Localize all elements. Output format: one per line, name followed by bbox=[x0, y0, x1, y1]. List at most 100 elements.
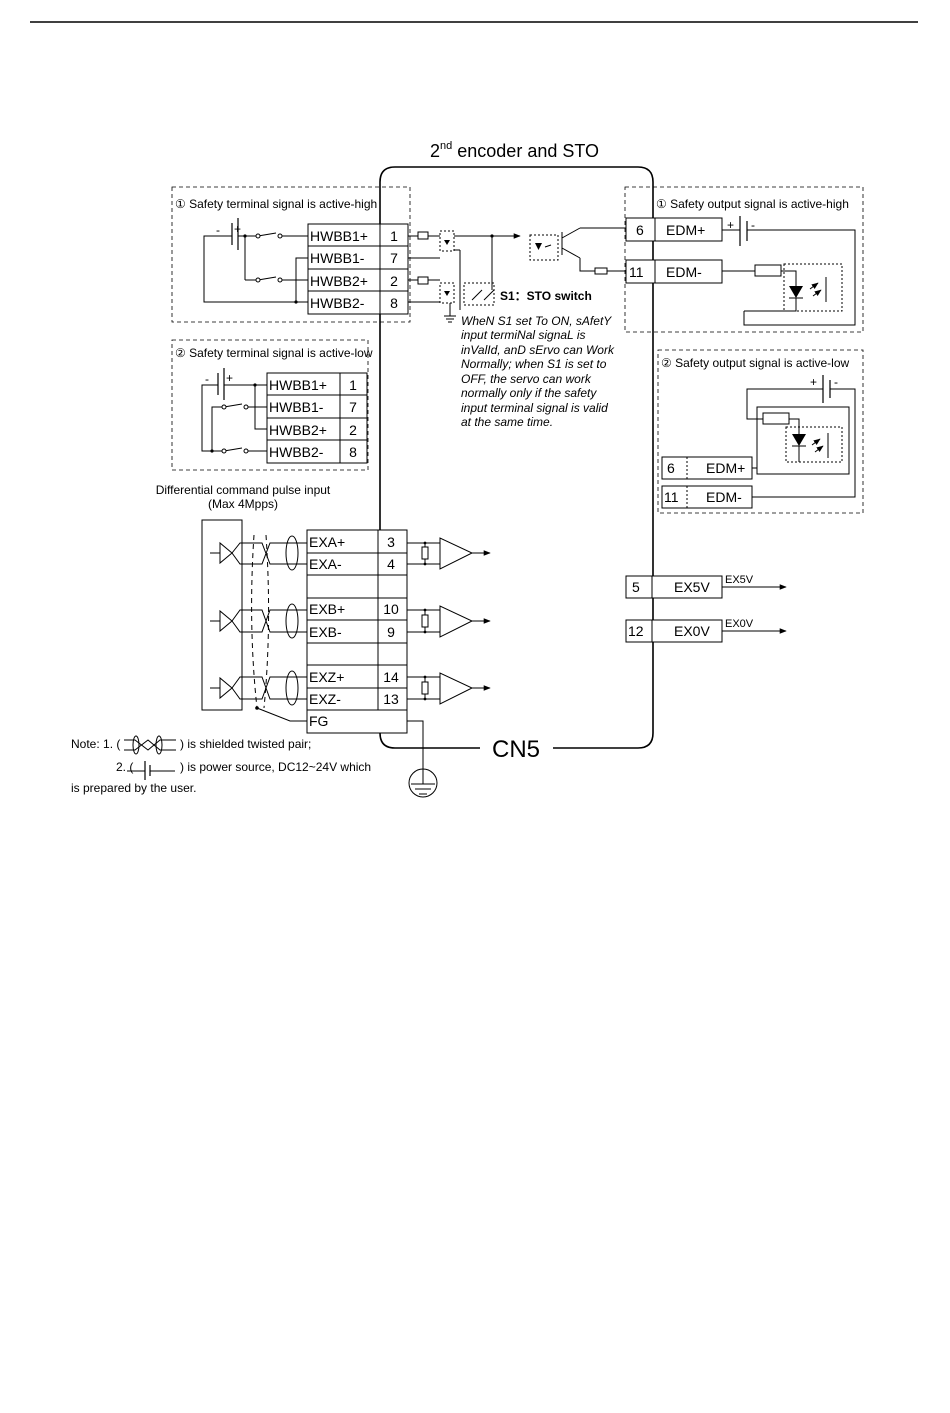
optocoupler-output-low-icon bbox=[785, 426, 843, 463]
channel-b-circuit bbox=[210, 603, 491, 639]
shield-ring-icon bbox=[285, 603, 299, 639]
low-hwbb2-plus-pin: 2 bbox=[349, 422, 357, 438]
power-outputs: 5 EX5V EX5V 12 EX0V EX0V bbox=[625, 574, 787, 643]
low-hwbb2-minus-pin: 8 bbox=[349, 444, 357, 460]
ex0v-pin: 12 bbox=[628, 623, 644, 639]
exb-minus-pin: 9 bbox=[387, 624, 395, 640]
safety-input-high-title: ① Safety terminal signal is active-high bbox=[175, 197, 377, 211]
exa-minus-pin: 4 bbox=[387, 556, 395, 572]
sto-switch-label: S1：STO switch bbox=[500, 289, 592, 303]
cn5-label: CN5 bbox=[492, 736, 540, 763]
exb-plus-pin: 10 bbox=[383, 601, 399, 617]
note-line-1-suffix: ) is shielded twisted pair; bbox=[180, 737, 311, 751]
power-source-icon bbox=[127, 761, 175, 780]
ground-icon bbox=[407, 720, 438, 798]
sto-note-line: at the same time. bbox=[461, 415, 553, 429]
title-rest: encoder and STO bbox=[452, 141, 599, 161]
exz-plus-pin: 14 bbox=[383, 669, 399, 685]
ex5v-arrow-label: EX5V bbox=[725, 574, 754, 586]
exa-plus-signal: EXA+ bbox=[309, 534, 345, 550]
receiver-z-icon bbox=[439, 672, 474, 705]
channel-a-circuit bbox=[210, 535, 491, 571]
sto-note: WheN S1 set To ON, sAfetY input termiNal… bbox=[461, 314, 615, 429]
battery-icon: - + bbox=[216, 218, 241, 250]
low-hwbb2-minus-signal: HWBB2- bbox=[269, 444, 324, 460]
svg-text:+: + bbox=[810, 375, 817, 389]
low-hwbb1-minus-pin: 7 bbox=[349, 399, 357, 415]
hwbb2-plus-pin: 2 bbox=[390, 273, 398, 289]
channel-z-circuit bbox=[210, 670, 491, 706]
hwbb1-plus-pin: 1 bbox=[390, 228, 398, 244]
edm-plus-pin: 6 bbox=[636, 222, 644, 238]
exa-plus-pin: 3 bbox=[387, 534, 395, 550]
hwbb2-minus-signal: HWBB2- bbox=[310, 295, 365, 311]
safety-input-low-title: ② Safety terminal signal is active-low bbox=[175, 346, 373, 360]
sto-note-line: input termiNal signaL is bbox=[461, 328, 586, 342]
safety-input-high-frame bbox=[171, 186, 411, 323]
low-edm-plus-pin: 6 bbox=[667, 460, 675, 476]
diagram-title: 2nd encoder and STO bbox=[430, 140, 599, 161]
ex0v-signal: EX0V bbox=[674, 623, 710, 639]
battery-icon: - + bbox=[205, 368, 233, 400]
line-driver-a-icon bbox=[219, 541, 233, 565]
note-line-2-suffix: ) is power source, DC12~24V which bbox=[180, 760, 371, 774]
sto-note-line: normally only if the safety bbox=[461, 386, 597, 400]
edm-plus-signal: EDM+ bbox=[666, 222, 705, 238]
twisted-pair-icon bbox=[124, 735, 176, 755]
exb-plus-signal: EXB+ bbox=[309, 601, 345, 617]
note-line-2-prefix: 2. ( bbox=[116, 760, 133, 774]
line-driver-box bbox=[201, 519, 243, 711]
sto-note-line: Normally; when S1 is set to bbox=[461, 357, 607, 371]
sto-output-circuit bbox=[529, 227, 626, 275]
svg-text:+: + bbox=[234, 222, 241, 236]
pulse-input-group: Differential command pulse input (Max 4M… bbox=[156, 483, 408, 734]
safety-output-high-group: ① Safety output signal is active-high 6 … bbox=[624, 186, 864, 333]
edm-minus-pin: 11 bbox=[629, 264, 644, 280]
battery-icon: + - bbox=[727, 216, 755, 246]
svg-text:+: + bbox=[226, 371, 233, 385]
hwbb1-plus-signal: HWBB1+ bbox=[310, 228, 368, 244]
exb-minus-signal: EXB- bbox=[309, 624, 342, 640]
title-superscript: nd bbox=[440, 140, 452, 152]
hwbb2-plus-signal: HWBB2+ bbox=[310, 273, 368, 289]
low-hwbb1-plus-pin: 1 bbox=[349, 377, 357, 393]
low-hwbb1-minus-signal: HWBB1- bbox=[269, 399, 324, 415]
shield-ring-icon bbox=[285, 670, 299, 706]
low-edm-minus-pin: 11 bbox=[664, 489, 679, 505]
sto-note-line: input terminal signal is valid bbox=[461, 401, 608, 415]
exz-minus-signal: EXZ- bbox=[309, 691, 341, 707]
safety-output-high-frame bbox=[624, 186, 864, 333]
pulse-input-table bbox=[306, 529, 408, 734]
low-edm-minus-signal: EDM- bbox=[706, 489, 742, 505]
note-line-3: is prepared by the user. bbox=[71, 781, 196, 795]
line-driver-z-icon bbox=[219, 676, 233, 700]
title-main: 2 bbox=[430, 141, 440, 161]
safety-input-low-group: ② Safety terminal signal is active-low H… bbox=[171, 339, 373, 471]
cn5-connector-outline bbox=[379, 166, 654, 749]
safety-output-high-title: ① Safety output signal is active-high bbox=[656, 197, 849, 211]
svg-text:-: - bbox=[751, 218, 755, 232]
low-hwbb2-plus-signal: HWBB2+ bbox=[269, 422, 327, 438]
safety-input-low-frame bbox=[171, 339, 369, 471]
safety-output-low-group: ② Safety output signal is active-low 6 E… bbox=[657, 349, 864, 514]
sto-input-circuit: S1：STO switch bbox=[408, 230, 592, 323]
svg-text:-: - bbox=[216, 223, 220, 237]
notes: Note: 1. ( ) is shielded twisted pair; 2… bbox=[71, 735, 371, 795]
ex5v-signal: EX5V bbox=[674, 579, 710, 595]
svg-text:+: + bbox=[727, 218, 734, 232]
svg-text:-: - bbox=[205, 372, 209, 386]
pulse-input-title: Differential command pulse input bbox=[156, 483, 331, 497]
hwbb1-minus-signal: HWBB1- bbox=[310, 250, 365, 266]
line-driver-b-icon bbox=[219, 609, 233, 633]
low-hwbb1-plus-signal: HWBB1+ bbox=[269, 377, 327, 393]
exz-plus-signal: EXZ+ bbox=[309, 669, 344, 685]
fg-signal: FG bbox=[309, 713, 328, 729]
pulse-input-subtitle: (Max 4Mpps) bbox=[208, 497, 278, 511]
low-edm-plus-signal: EDM+ bbox=[706, 460, 745, 476]
ex0v-arrow-label: EX0V bbox=[725, 618, 754, 630]
safety-output-low-frame bbox=[657, 349, 864, 514]
shield-bundle bbox=[251, 534, 307, 722]
sto-note-line: inValId, anD sErvo can Work bbox=[461, 343, 615, 357]
exz-minus-pin: 13 bbox=[383, 691, 399, 707]
